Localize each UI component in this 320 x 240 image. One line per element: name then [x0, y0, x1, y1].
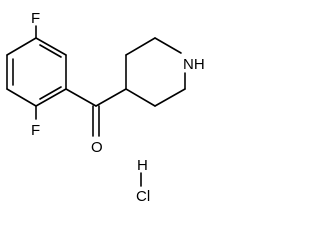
pip-bond-c6-c5: [154, 88, 186, 107]
pip-bond-c2-n: [154, 37, 182, 54]
ring-bond-c6-c1: [35, 37, 67, 56]
bond-carbonyl-piperidine: [95, 88, 127, 107]
piperidine-ring: [125, 37, 186, 107]
benzene-ring: [6, 37, 67, 107]
pip-bond-c5-c4: [125, 88, 156, 107]
fluorine-top-label: F: [31, 10, 40, 27]
nitrogen-label: NH: [183, 56, 205, 73]
chemical-structure: F F O NH H Cl: [6, 10, 205, 205]
oxygen-label: O: [91, 139, 103, 156]
ring-bond-c4-c5: [35, 88, 67, 107]
fluorine-bottom-label: F: [31, 122, 40, 139]
ring-bond-c1-c2: [6, 37, 37, 56]
hydrogen-label: H: [137, 157, 148, 174]
ring-bond-c3-c4: [6, 88, 37, 107]
ring-double-bond-inner-2: [39, 86, 62, 100]
ring-double-bond-inner-3: [39, 44, 62, 58]
bond-aryl-carbonyl: [65, 88, 97, 107]
chlorine-label: Cl: [136, 188, 150, 205]
pip-bond-c3-c2: [125, 37, 156, 56]
